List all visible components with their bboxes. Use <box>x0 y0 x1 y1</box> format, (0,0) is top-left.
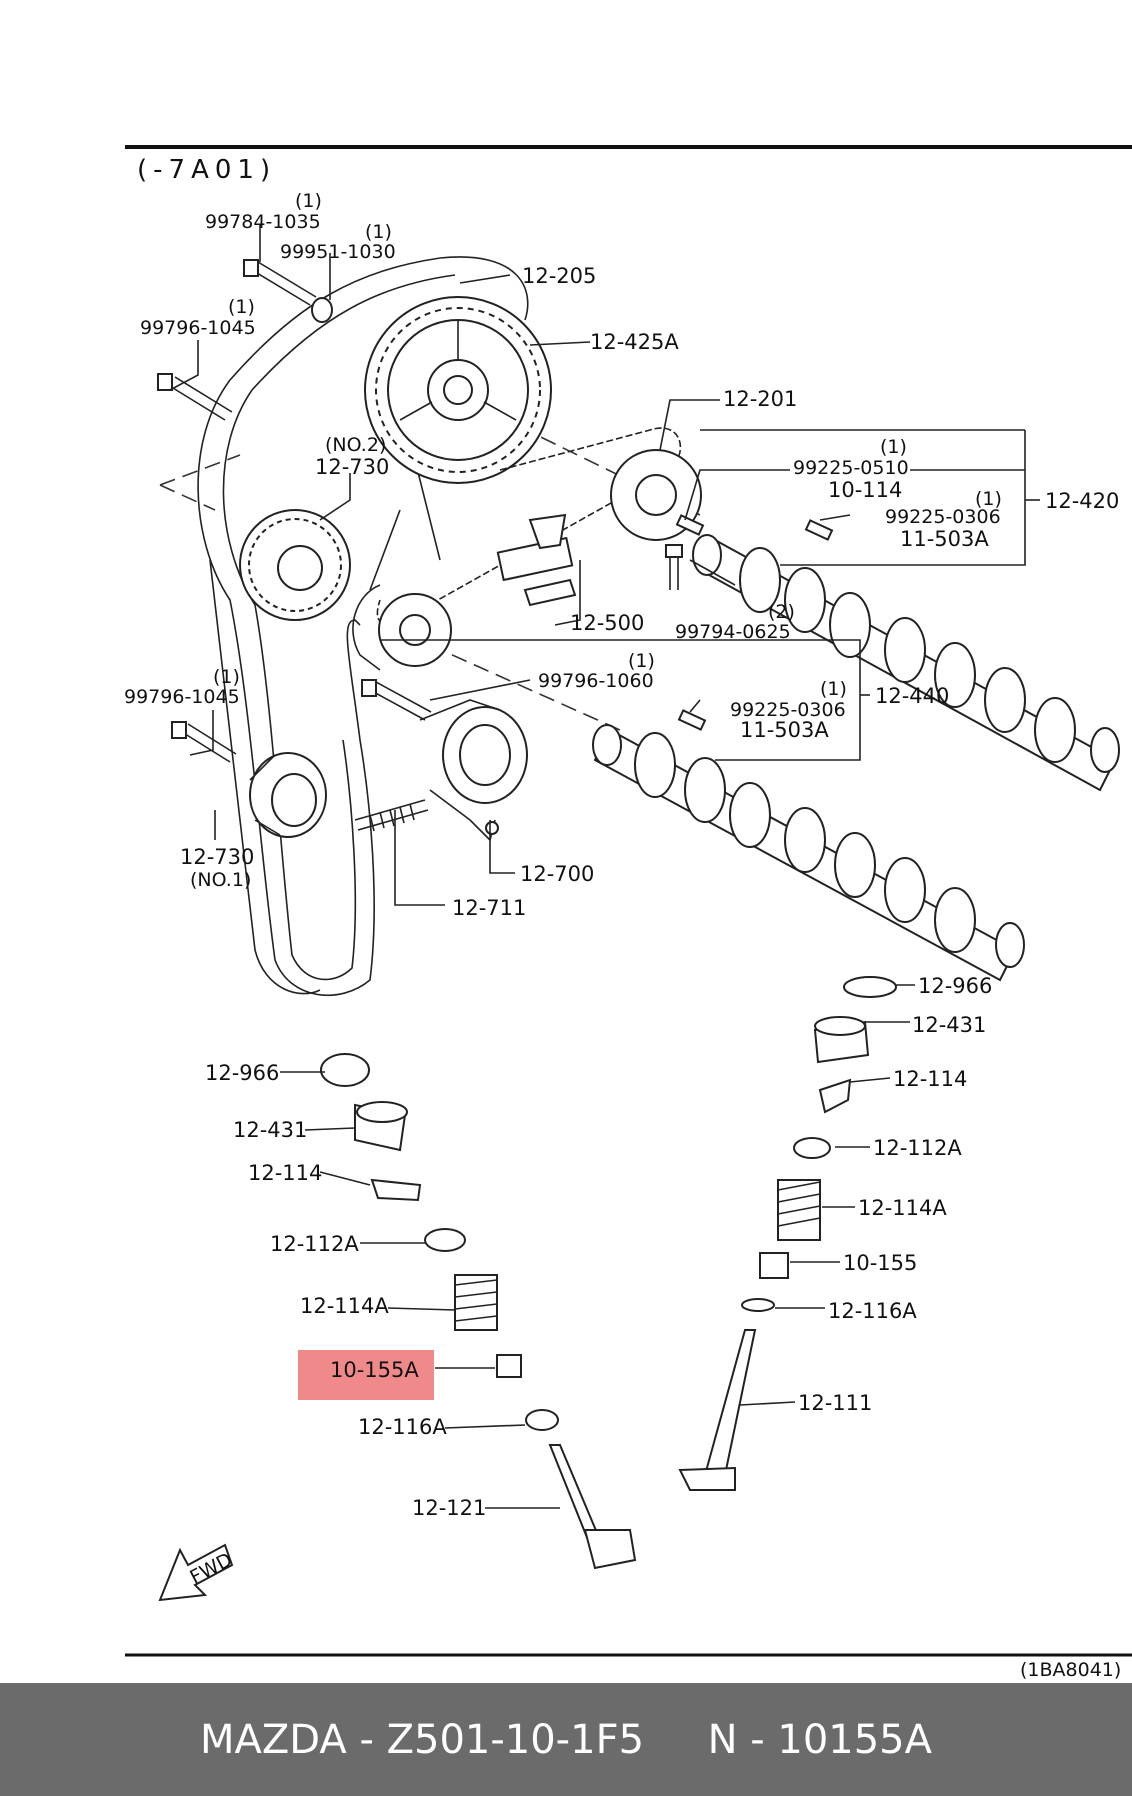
label-99796-1045-lower: 99796-1045 <box>124 686 240 708</box>
header-code: (-7A01) <box>137 155 276 185</box>
label-12-440: 12-440 <box>875 684 949 708</box>
valve-assembly-right <box>678 976 897 1491</box>
label-12-500: 12-500 <box>570 611 644 635</box>
timing-belt <box>197 256 529 997</box>
part-number-footer: MAZDA - Z501-10-1F5 N - 10155A <box>0 1683 1132 1796</box>
label-99796-1045-upper: 99796-1045 <box>140 317 256 339</box>
label-12-114a-left: 12-114A <box>300 1294 389 1318</box>
label-12-116a-right: 12-116A <box>828 1299 917 1323</box>
label-qty-99796b: (1) <box>628 650 655 672</box>
camshaft-12-420 <box>692 534 1120 792</box>
label-12-730-no2: 12-730 <box>315 455 389 479</box>
pulley-12-730-no1 <box>249 752 327 838</box>
label-99225-0306-lower: 99225-0306 <box>730 699 846 721</box>
label-qty-99794: (2) <box>768 601 795 623</box>
label-12-121: 12-121 <box>412 1496 486 1520</box>
label-11-503a-upper: 11-503A <box>900 527 989 551</box>
label-12-111: 12-111 <box>798 1391 872 1415</box>
label-12-112a-right: 12-112A <box>873 1136 962 1160</box>
label-10-155-right: 10-155 <box>843 1251 917 1275</box>
label-12-700: 12-700 <box>520 862 594 886</box>
label-qty-99951: (1) <box>365 221 392 243</box>
pulley-12-730-no2 <box>239 509 351 621</box>
drawing-code: (1BA8041) <box>1020 1659 1121 1681</box>
label-qty-99796a: (1) <box>228 296 255 318</box>
spring-12-711 <box>354 799 429 832</box>
label-99951-1030: 99951-1030 <box>280 241 396 263</box>
label-99225-0510: 99225-0510 <box>793 457 909 479</box>
label-qty-99225b: (1) <box>975 488 1002 510</box>
label-no1: (NO.1) <box>190 869 251 891</box>
camshaft-12-440 <box>592 724 1025 982</box>
label-12-966-right: 12-966 <box>918 974 992 998</box>
chain-tensioner-12-500 <box>496 513 577 607</box>
label-12-112a-left: 12-112A <box>270 1232 359 1256</box>
label-99796-1060: 99796-1060 <box>538 670 654 692</box>
bolts <box>157 259 683 763</box>
label-11-503a-lower: 11-503A <box>740 718 829 742</box>
highlight-box-10-155a <box>298 1350 434 1400</box>
fwd-arrow-icon: FWD <box>158 1543 236 1602</box>
label-12-116a-left: 12-116A <box>358 1415 447 1439</box>
label-99784-1035: 99784-1035 <box>205 211 321 233</box>
cam-sprocket-12-425a <box>364 296 552 484</box>
parts-diagram-area: (-7A01) (1BA8041) <box>124 145 1132 1681</box>
label-12-431-right: 12-431 <box>912 1013 986 1037</box>
label-99794-0625: 99794-0625 <box>675 621 791 643</box>
dowel-pins <box>675 514 834 731</box>
exploded-view-diagram: (-7A01) (1BA8041) <box>124 145 1132 1681</box>
part-labels: (1) 99784-1035 (1) 99951-1030 12-205 (1)… <box>124 190 1119 1520</box>
label-12-114-left: 12-114 <box>248 1161 322 1185</box>
label-12-425a: 12-425A <box>590 330 679 354</box>
label-10-155a: 10-155A <box>330 1358 419 1382</box>
label-12-431-left: 12-431 <box>233 1118 307 1142</box>
label-12-966-left: 12-966 <box>205 1061 279 1085</box>
label-qty-99784: (1) <box>295 190 322 212</box>
leader-lines <box>169 225 1040 1509</box>
label-12-201: 12-201 <box>723 387 797 411</box>
label-12-730-no1: 12-730 <box>180 845 254 869</box>
label-qty-99796c: (1) <box>213 666 240 688</box>
chain-sprocket-upper <box>610 449 702 541</box>
label-12-420: 12-420 <box>1045 489 1119 513</box>
tensioner-12-700 <box>419 699 528 842</box>
label-12-114a-right: 12-114A <box>858 1196 947 1220</box>
valve-assembly-left <box>320 1053 637 1570</box>
label-no2: (NO.2) <box>325 434 386 456</box>
label-12-205: 12-205 <box>522 264 596 288</box>
label-12-114-right: 12-114 <box>893 1067 967 1091</box>
label-qty-99225c: (1) <box>820 678 847 700</box>
label-10-114: 10-114 <box>828 478 902 502</box>
label-qty-99225a: (1) <box>880 436 907 458</box>
chain-sprocket-lower <box>378 593 452 667</box>
label-99225-0306-upper: 99225-0306 <box>885 506 1001 528</box>
label-12-711: 12-711 <box>452 896 526 920</box>
